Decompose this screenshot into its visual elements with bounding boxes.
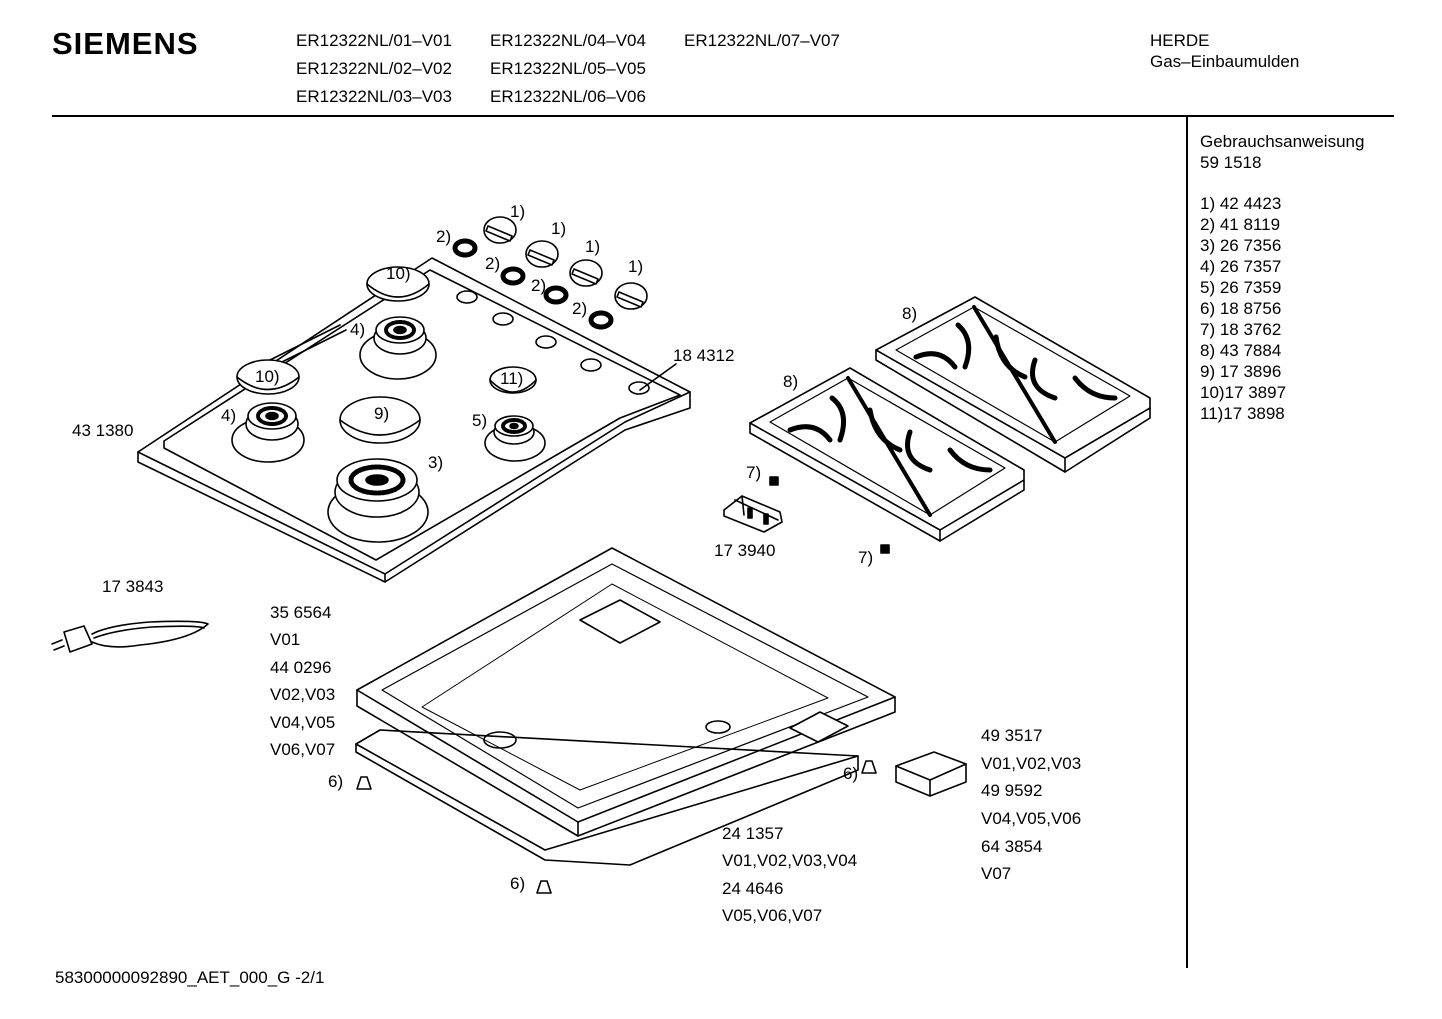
feet: [357, 761, 876, 893]
callout-8: 8): [783, 372, 799, 391]
callout-6: 6): [510, 874, 526, 893]
part-variant: V02,V03: [270, 685, 336, 704]
parts-list-item: 10)17 3897: [1200, 383, 1287, 402]
part-label-hob: 43 1380: [72, 421, 134, 440]
parts-list-item: 1) 42 4423: [1200, 194, 1282, 213]
callout-8: 8): [902, 304, 918, 323]
pan-support-rear: [876, 297, 1150, 472]
burner-large: [335, 459, 419, 517]
burner-caps: [237, 267, 536, 443]
sidebar-divider: [1186, 116, 1188, 968]
part-label-box: 49 3517: [981, 726, 1043, 745]
model-number: ER12322NL/05–V05: [490, 59, 646, 78]
callout-9: 9): [374, 404, 390, 423]
model-number: ER12322NL/02–V02: [296, 59, 452, 78]
callout-2: 2): [531, 276, 547, 295]
header-divider: [52, 115, 1394, 117]
manual-title: Gebrauchsanweisung: [1200, 132, 1365, 151]
callout-1: 1): [510, 202, 526, 221]
knob-holes: [457, 291, 649, 394]
part-label-seal: 35 6564: [270, 603, 332, 622]
callout-7: 7): [746, 463, 762, 482]
electrical-box: [896, 752, 966, 796]
parts-list-item: 11)17 3898: [1200, 404, 1285, 423]
category-label: HERDE: [1150, 31, 1210, 50]
part-variant: V01: [270, 630, 301, 649]
callout-10: 10): [255, 367, 280, 386]
part-variant: V04,V05: [270, 713, 336, 732]
part-variant: V07: [981, 864, 1012, 883]
parts-list: 1) 42 4423 2) 41 8119 3) 26 7356 4) 26 7…: [1200, 193, 1286, 424]
callout-7: 7): [858, 548, 874, 567]
model-number: ER12322NL/03–V03: [296, 87, 452, 106]
part-variant: V05,V06,V07: [722, 906, 823, 925]
part-variant: V01,V02,V03,V04: [722, 851, 858, 870]
document-id: 58300000092890_AET_000_G -2/1: [55, 968, 325, 987]
callout-4: 4): [221, 406, 237, 425]
burner-small: [494, 416, 534, 444]
base-frame: [357, 548, 895, 836]
power-cable: [52, 621, 208, 652]
callout-2: 2): [485, 254, 501, 273]
burner-aux: [374, 317, 426, 354]
parts-list-item: 9) 17 3896: [1200, 362, 1282, 381]
callout-11: 11): [500, 369, 524, 388]
model-number: ER12322NL/04–V04: [490, 31, 646, 50]
part-label-bracket: 17 3940: [714, 541, 776, 560]
parts-list-item: 4) 26 7357: [1200, 257, 1282, 276]
mounting-bracket: [724, 496, 782, 532]
part-label-seal: 44 0296: [270, 658, 332, 677]
control-knobs: [484, 217, 647, 309]
callout-5: 5): [472, 411, 488, 430]
seal-gasket: [356, 730, 858, 865]
callout-3: 3): [428, 453, 444, 472]
clip: [881, 545, 889, 553]
subcategory-label: Gas–Einbaumulden: [1150, 52, 1300, 71]
model-number: ER12322NL/07–V07: [684, 31, 840, 50]
leader-line: [640, 364, 676, 390]
parts-list-item: 5) 26 7359: [1200, 278, 1282, 297]
callout-1: 1): [551, 219, 567, 238]
part-variant: V06,V07: [270, 740, 336, 759]
callout-6: 6): [328, 772, 344, 791]
part-variant: V04,V05,V06: [981, 809, 1082, 828]
brand-logo: SIEMENS: [52, 26, 199, 61]
callout-2: 2): [572, 299, 588, 318]
pan-support-front: [750, 368, 1024, 541]
part-label-frame: 24 4646: [722, 879, 784, 898]
callout-6: 6): [843, 764, 859, 783]
part-label-frame: 24 1357: [722, 824, 784, 843]
callout-2: 2): [436, 227, 452, 246]
part-label-box: 64 3854: [981, 837, 1043, 856]
clip: [770, 477, 778, 485]
callout-10: 10): [386, 264, 411, 283]
part-label-cable: 17 3843: [102, 577, 164, 596]
part-variant: V01,V02,V03: [981, 754, 1082, 773]
parts-list-item: 8) 43 7884: [1200, 341, 1282, 360]
parts-list-item: 6) 18 8756: [1200, 299, 1282, 318]
part-label-box: 49 9592: [981, 781, 1043, 800]
manual-number: 59 1518: [1200, 153, 1262, 172]
part-label-panel: 18 4312: [673, 346, 735, 365]
parts-list-item: 2) 41 8119: [1200, 215, 1281, 234]
knob-rings: [455, 241, 611, 327]
burner-left: [246, 403, 298, 440]
parts-list-item: 3) 26 7356: [1200, 236, 1282, 255]
callout-1: 1): [628, 257, 644, 276]
model-number: ER12322NL/01–V01: [296, 31, 452, 50]
callout-1: 1): [585, 237, 601, 256]
callout-4: 4): [350, 320, 366, 339]
parts-list-item: 7) 18 3762: [1200, 320, 1282, 339]
model-number: ER12322NL/06–V06: [490, 87, 646, 106]
